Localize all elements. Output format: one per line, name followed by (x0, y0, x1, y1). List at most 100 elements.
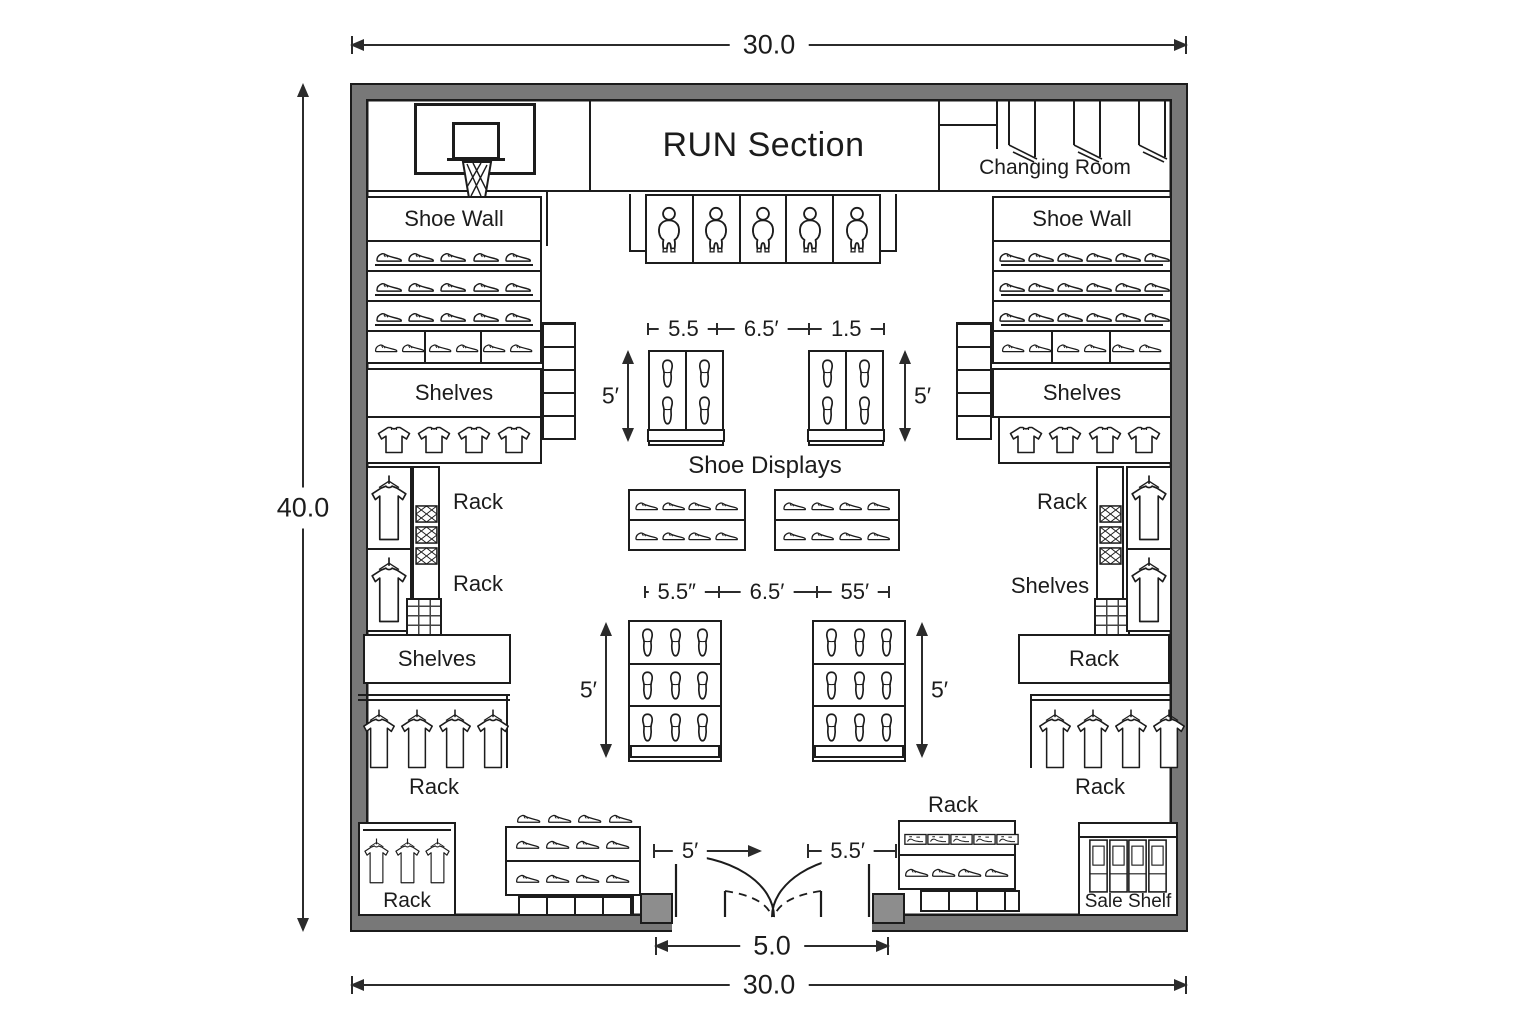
checker-icon (415, 526, 438, 544)
mann-icon (699, 203, 733, 259)
dim-door-right-label: 5.5′ (821, 838, 874, 864)
shoe-icon (1056, 278, 1085, 295)
fixture-cell (1128, 548, 1170, 630)
display-column (847, 352, 882, 432)
hang-rack-right-shirts (1036, 698, 1168, 772)
hang-rack-right-label: Rack (1074, 774, 1126, 799)
fixture-cell (368, 468, 410, 548)
shoe-row (368, 302, 540, 330)
fixture-cell (787, 196, 835, 262)
shoe-icon (575, 870, 601, 886)
title-box-left-line (589, 99, 591, 192)
shoe-icon (547, 810, 573, 826)
display-column (810, 352, 847, 432)
shoe-icon (782, 528, 808, 543)
shoe-wall-left-label-box: Shoe Wall (366, 196, 542, 242)
shoe-icon (1027, 278, 1056, 295)
shoe-stand-left (505, 826, 641, 896)
hang-rack-left-label: Rack (408, 774, 460, 799)
shoe-icon (374, 340, 399, 355)
shoe-row (507, 828, 639, 862)
shoe-icon (1111, 340, 1136, 355)
dim-upper-b: 6.5′ (734, 316, 788, 342)
rack-box-right: Rack (1018, 634, 1170, 684)
sole-icon (666, 671, 685, 700)
checker-icon (415, 547, 438, 565)
dim-lower-b: 6.5′ (740, 579, 794, 605)
basketball-net-icon (461, 161, 493, 199)
display-base (647, 429, 725, 442)
shoe-icon (1114, 308, 1143, 325)
hshirt-icon (1128, 471, 1170, 545)
shoe-icon (455, 340, 480, 355)
page-title: RUN Section (662, 125, 865, 164)
rack-right-label-1: Rack (1036, 489, 1088, 514)
stand-right-label: Rack (927, 792, 979, 817)
dim-upper-a: 5.5 (659, 316, 708, 342)
shoe-icon (577, 810, 603, 826)
shoe-row (776, 491, 898, 521)
fixture-cell (741, 196, 788, 262)
shoe-icon (1143, 278, 1172, 295)
shoe-row (994, 302, 1170, 330)
shoe-stand-right (898, 820, 1016, 890)
shoe-wall-right-rows (992, 240, 1172, 332)
shoe-icon (687, 498, 713, 513)
sole-icon (638, 713, 657, 742)
top-band-bottom-line (366, 190, 1172, 192)
shoe-icon (957, 864, 983, 880)
hshirt-icon (1074, 706, 1112, 772)
shoe-icon (634, 528, 660, 543)
brick-fixture-left (406, 598, 442, 636)
display-base (807, 429, 885, 442)
fixture-cell (694, 196, 741, 262)
rack-left-label-1: Rack (452, 489, 504, 514)
hshirt-icon (362, 833, 391, 889)
shoe-icon (472, 308, 501, 325)
display-base (630, 745, 720, 758)
shoe-icon (998, 308, 1027, 325)
shoe-icon (1138, 340, 1163, 355)
shelves-left-lower-label-box: Shelves (363, 634, 511, 684)
shoe-icon (401, 340, 426, 355)
tshirt-icon (1008, 425, 1044, 455)
shoe-row (630, 521, 744, 549)
sole-icon (638, 671, 657, 700)
shoe-display-lower-right (812, 620, 906, 762)
sole-icon (877, 713, 896, 742)
dim-lower-a: 5.5″ (648, 579, 705, 605)
changing-room-cell-divider-h (938, 124, 996, 126)
shoe-display-upper-right (807, 350, 885, 446)
tshirt-icon (496, 425, 532, 455)
shoe-icon (407, 248, 436, 265)
shoe-icon (608, 810, 634, 826)
shoe-icon (515, 836, 541, 852)
sole-icon (855, 359, 874, 388)
mann-icon (746, 203, 780, 259)
basketball-rim-line (447, 158, 505, 161)
hshirt-icon (436, 706, 474, 772)
shoe-icon (1027, 308, 1056, 325)
shoe-display-upper-left (647, 350, 725, 446)
partition-line-left (546, 192, 548, 246)
dim-door-opening-label: 5.0 (740, 930, 804, 962)
shoe-shelf-mid-right (774, 489, 900, 551)
sole-icon (638, 628, 657, 657)
shoe-icon (1056, 308, 1085, 325)
shoe-icon (904, 864, 930, 880)
sole-row (814, 707, 904, 748)
hshirt-icon (398, 706, 436, 772)
dim-top-width-label: 30.0 (729, 29, 809, 61)
wardrobe-left (366, 466, 412, 632)
shoe-icon (439, 308, 468, 325)
shoe-icon (931, 864, 957, 880)
shoe-stand-right-base (920, 890, 1020, 912)
shoe-icon (516, 810, 542, 826)
side-rack-left (542, 322, 576, 440)
corner-rack-left: Rack (358, 822, 456, 916)
checker-icon (1099, 547, 1122, 565)
shoe-icon (605, 870, 631, 886)
tshirt-icon (1126, 425, 1162, 455)
checker-rack-left (412, 466, 440, 604)
